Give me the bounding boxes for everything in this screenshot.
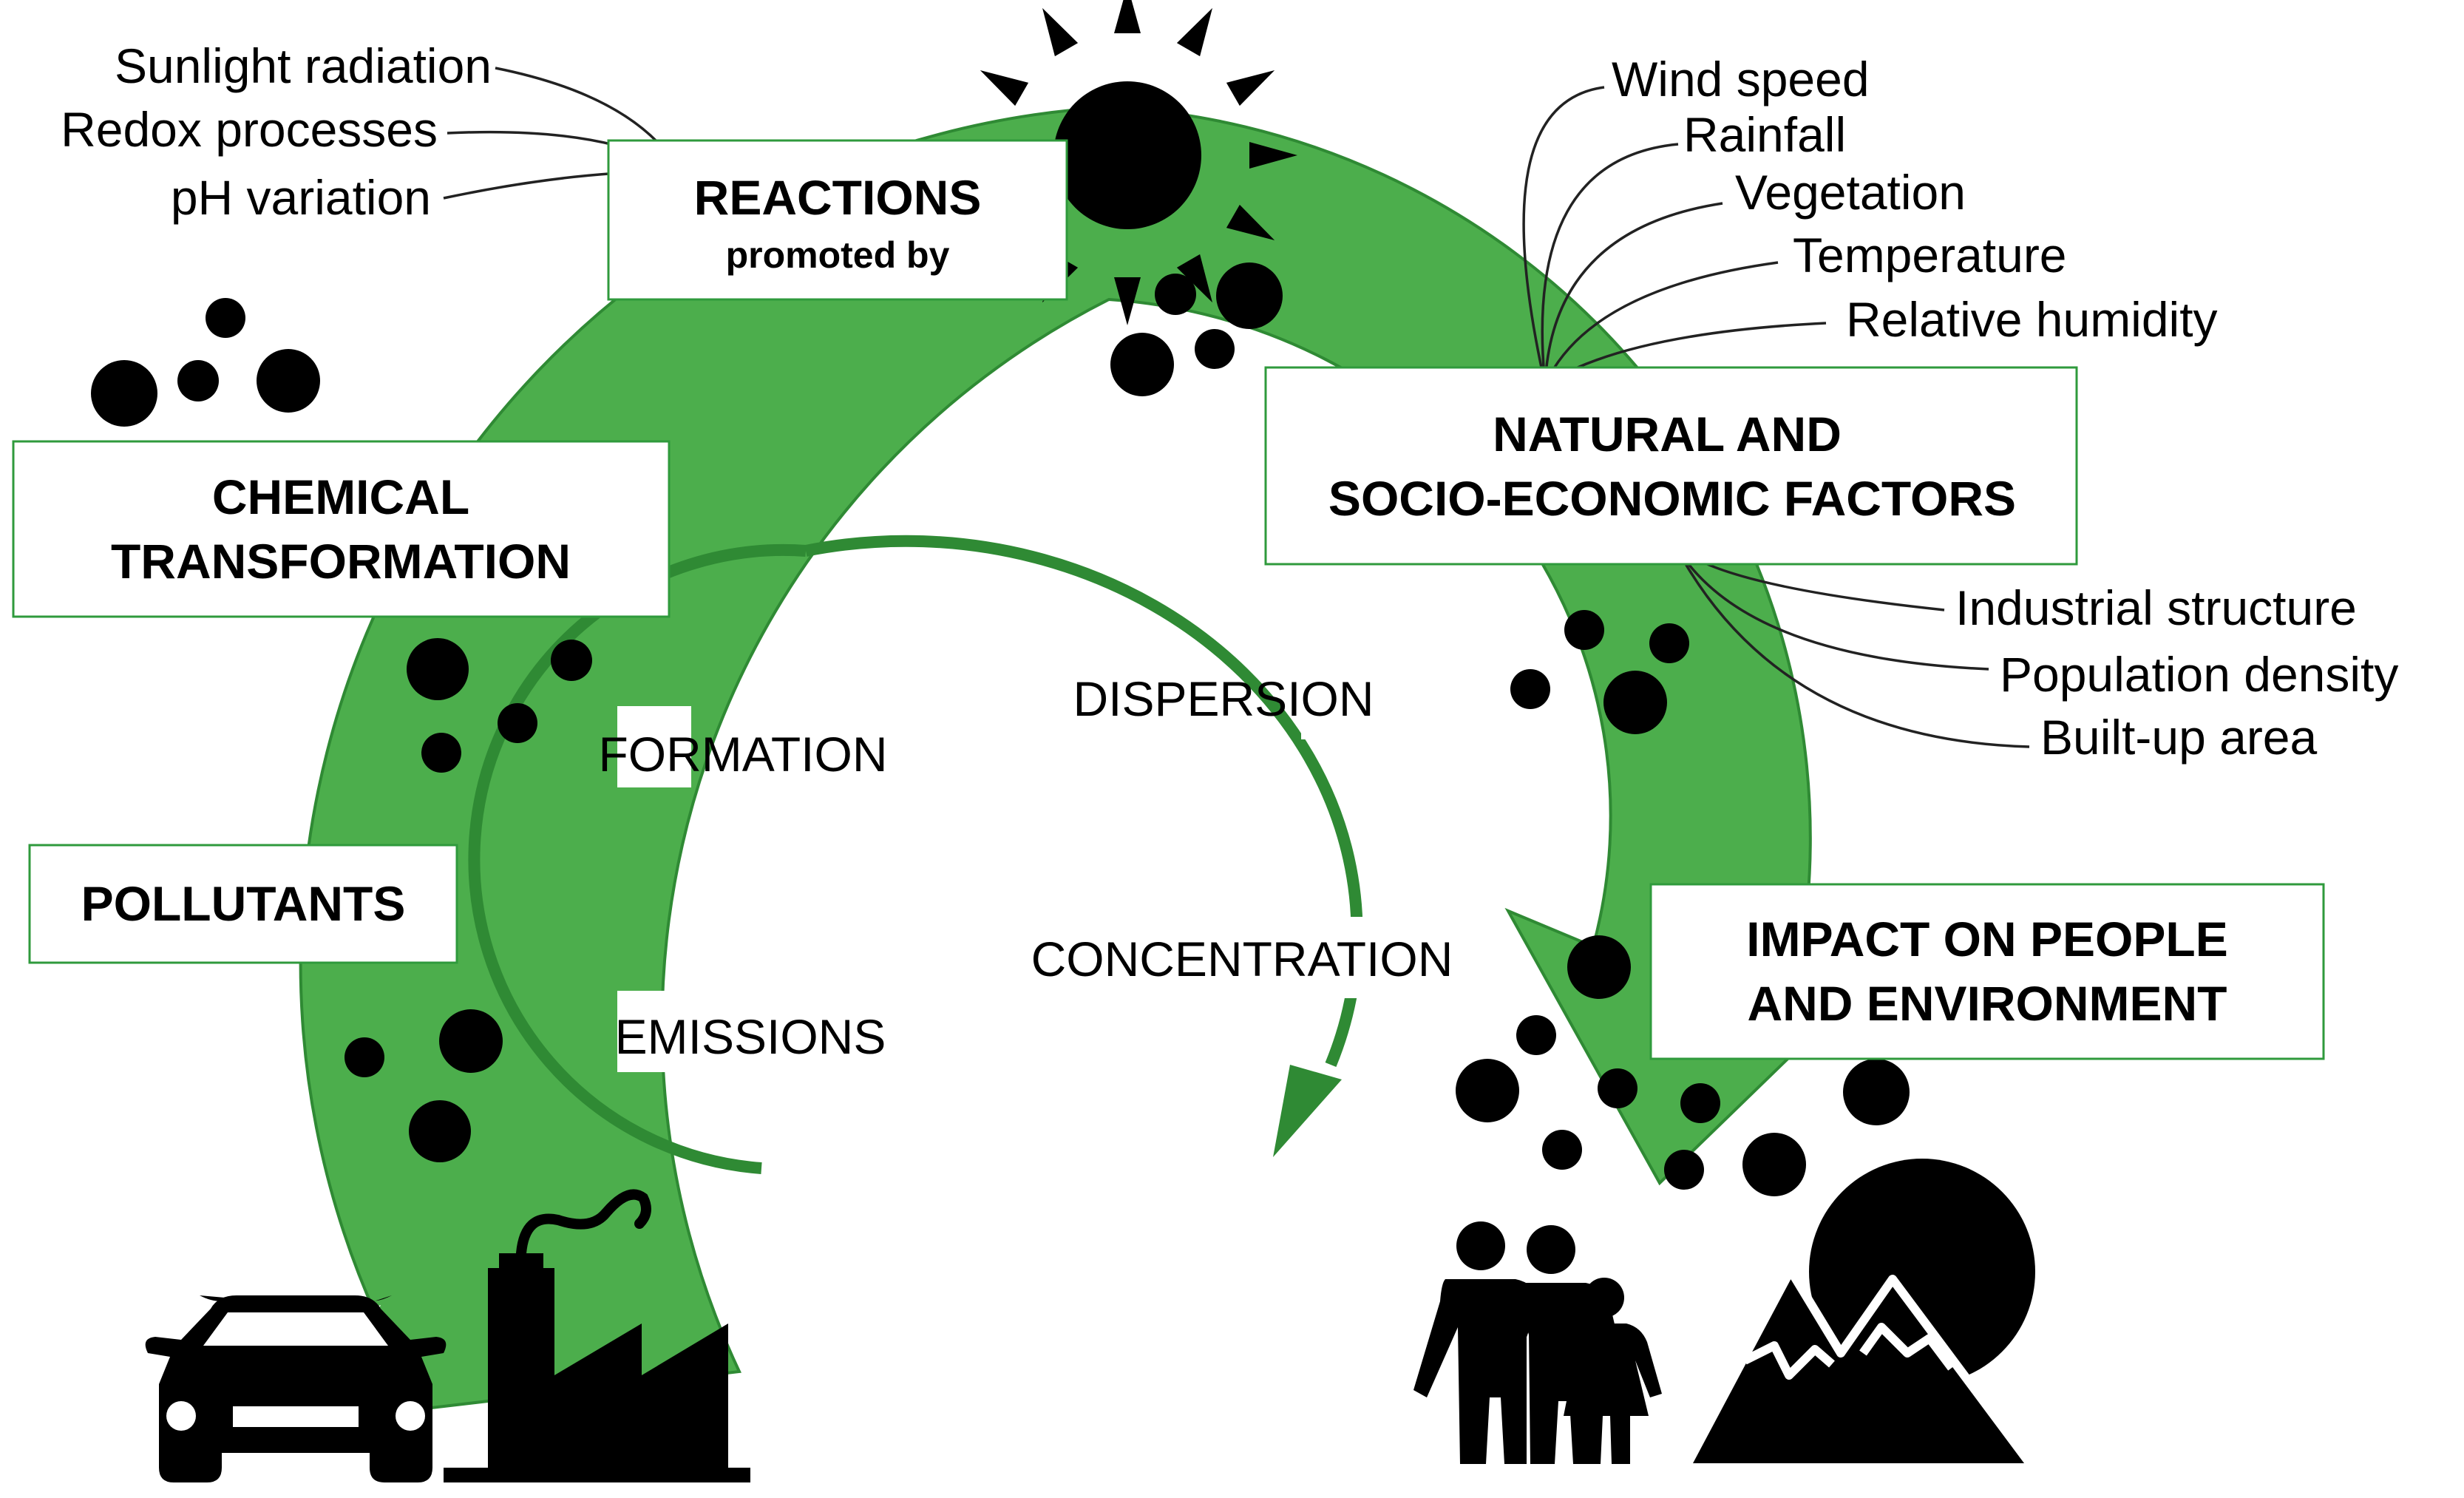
driver-redox-processes: Redox processes	[61, 102, 438, 157]
label-formation: FORMATION	[598, 727, 887, 782]
mountain-icon	[1681, 1159, 2037, 1472]
main-cycle-arrow	[299, 105, 1907, 1411]
natural-factors-line2: SOCIO-ECONOMIC FACTORS	[1328, 471, 2016, 526]
reactions-box	[607, 139, 1068, 301]
inner-cycle-gap-dispersion	[1301, 651, 1390, 739]
label-emissions: EMISSIONS	[615, 1009, 886, 1064]
natural-factors-line1: NATURAL AND	[1493, 407, 1842, 461]
label-concentration: CONCENTRATION	[1031, 932, 1453, 986]
inner-cycle-gap-emissions	[617, 991, 691, 1072]
pollutant-particles	[91, 262, 1910, 1196]
car-icon	[145, 1295, 447, 1482]
factor-wind-speed: Wind speed	[1612, 52, 1870, 106]
factor-built-up-area: Built-up area	[2040, 710, 2318, 765]
chemical-transformation-box	[12, 440, 671, 618]
impact-box	[1649, 883, 2325, 1060]
natural-factors-box	[1264, 366, 2078, 566]
impact-line2: AND ENVIRONMENT	[1747, 976, 2227, 1031]
factory-icon	[444, 1189, 750, 1482]
factor-temperature: Temperature	[1793, 228, 2067, 282]
chemical-transformation-line2: TRANSFORMATION	[111, 534, 571, 589]
impact-line1: IMPACT ON PEOPLE	[1746, 912, 2228, 966]
factor-relative-humidity: Relative humidity	[1846, 292, 2218, 347]
inner-cycle-gap-concentration	[1309, 917, 1397, 998]
driver-sunlight-radiation: Sunlight radiation	[115, 38, 492, 93]
factor-industrial-structure: Industrial structure	[1955, 580, 2357, 635]
pollutants-title: POLLUTANTS	[81, 876, 406, 931]
people-icon	[1413, 1221, 1662, 1464]
inner-cycle-arrowhead	[1273, 1065, 1342, 1157]
reactions-title: REACTIONS	[694, 170, 982, 225]
factor-rainfall: Rainfall	[1683, 107, 1846, 162]
inner-cycle-gap-formation	[617, 706, 691, 787]
label-dispersion: DISPERSION	[1073, 671, 1374, 726]
driver-ph-variation: pH variation	[171, 170, 431, 225]
reactions-subtitle: promoted by	[726, 234, 950, 276]
factor-vegetation: Vegetation	[1735, 165, 1966, 220]
pollutants-box	[28, 844, 458, 964]
chemical-transformation-line1: CHEMICAL	[212, 470, 469, 524]
factor-population-density: Population density	[2000, 647, 2398, 702]
